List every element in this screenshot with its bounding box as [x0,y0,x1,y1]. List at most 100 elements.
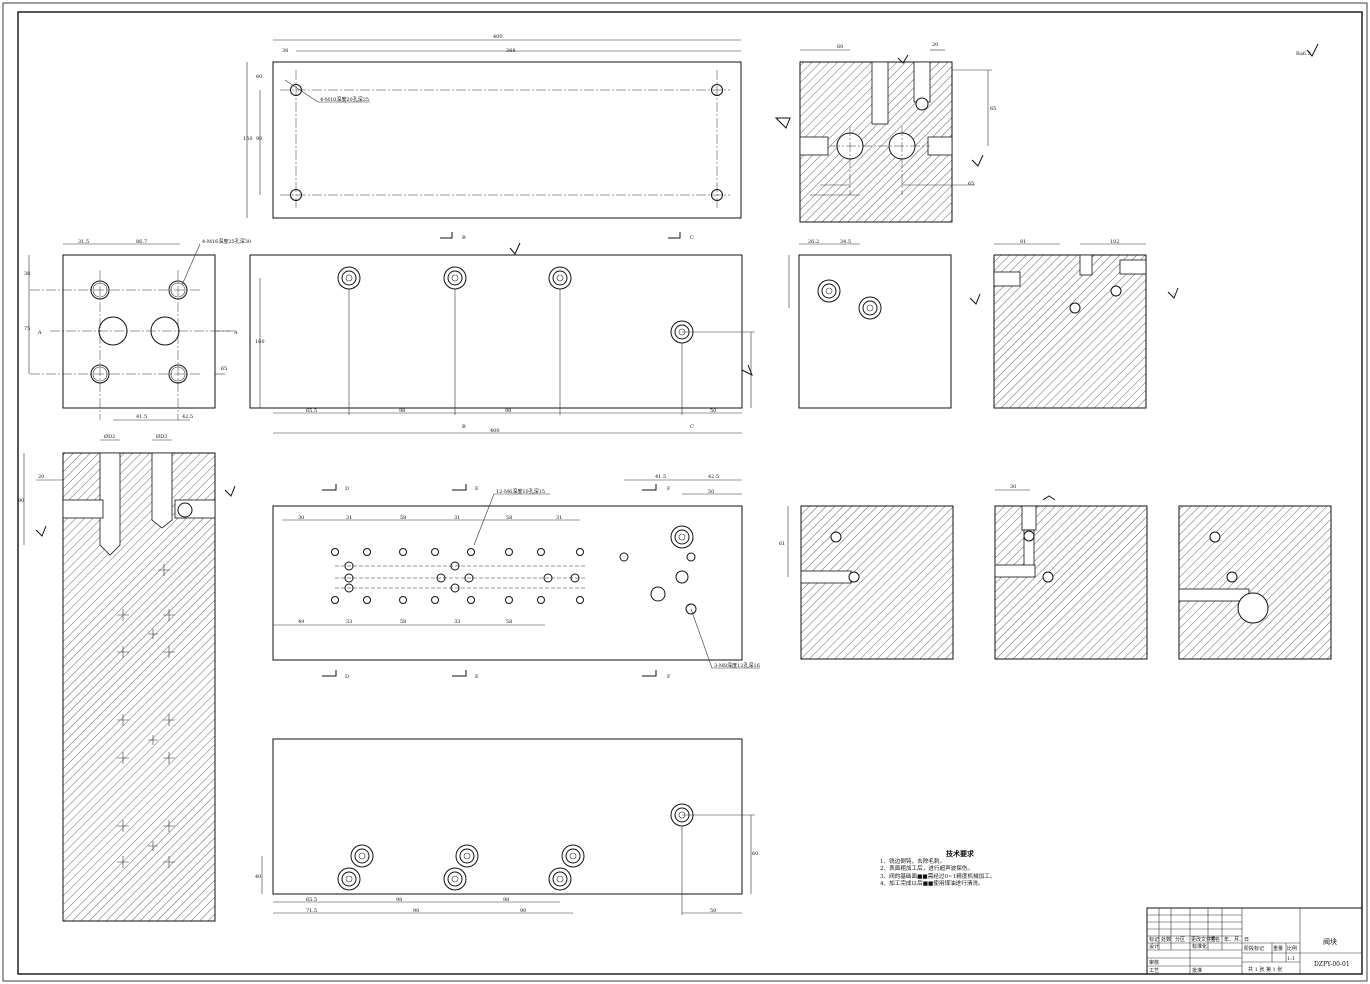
svg-text:50: 50 [710,908,716,914]
svg-text:31: 31 [454,515,460,521]
svg-text:65.5: 65.5 [306,408,317,414]
svg-text:1:1: 1:1 [1287,956,1295,962]
svg-text:75: 75 [24,326,30,332]
svg-text:400: 400 [490,428,500,434]
svg-text:更改文件号: 更改文件号 [1191,936,1216,943]
svg-text:批准: 批准 [1192,967,1202,974]
svg-text:42.5: 42.5 [708,474,719,480]
svg-text:标记: 标记 [1149,936,1159,943]
svg-text:F: F [667,486,671,492]
svg-text:50: 50 [708,489,714,495]
svg-text:Ra6.3: Ra6.3 [1296,51,1311,57]
technical-requirements-heading: 技术要求 [946,849,974,858]
svg-text:33: 33 [346,619,352,625]
svg-text:重量: 重量 [1273,945,1283,952]
svg-text:65.5: 65.5 [306,897,317,903]
title-block: 标记 处数 分区 更改文件号 签名 年、月、日 设计 标准化 审核 工艺 批准 … [1146,907,1363,975]
svg-text:58: 58 [400,619,406,625]
svg-text:50: 50 [710,408,716,414]
svg-text:4-M10深度20孔深25: 4-M10深度20孔深25 [320,96,369,103]
svg-text:F: F [667,674,671,680]
svg-text:B: B [462,235,466,241]
svg-text:388: 388 [506,48,516,54]
drawing-number: DZPY-00-01 [1314,961,1350,968]
svg-text:30: 30 [1010,484,1016,490]
svg-text:98: 98 [396,897,402,903]
svg-text:年、月、日: 年、月、日 [1224,936,1249,943]
svg-text:阶段标记: 阶段标记 [1244,945,1264,952]
svg-text:90: 90 [18,498,24,504]
svg-text:41.5: 41.5 [655,474,666,480]
svg-text:A: A [233,330,238,336]
svg-text:34.5: 34.5 [840,239,851,245]
tech-note-item: 3、阀的基础面■■需经过0~1精度机械加工。 [880,873,996,880]
svg-text:设计: 设计 [1149,943,1159,950]
svg-text:160: 160 [255,339,265,345]
svg-text:41.5: 41.5 [136,414,147,420]
svg-text:B: B [462,424,466,430]
tech-note-item: 4、加工完成以后■■使用煤油进行清洗。 [880,881,984,888]
svg-text:33: 33 [454,619,460,625]
view-top-plan: 400 388 38 60 150 90 4-M10深度20孔深25 [243,34,742,219]
svg-text:12-M6深度10孔深15: 12-M6深度10孔深15 [496,488,545,495]
svg-text:标准化: 标准化 [1192,943,1207,950]
svg-text:20: 20 [932,42,938,48]
tech-note-item: 2、表面粗加工后，进行超声波探伤。 [880,866,974,873]
view-section-right-middle: 81 102 [969,239,1179,409]
svg-text:D: D [345,486,349,492]
svg-text:38: 38 [282,48,288,54]
view-bottom-hole-pattern: D E F D E F 30 31 58 31 58 31 49 33 58 3… [272,474,760,680]
svg-text:61: 61 [779,541,785,547]
svg-text:30: 30 [298,515,304,521]
svg-text:58: 58 [506,515,512,521]
svg-text:4-M16深度25孔深30: 4-M16深度25孔深30 [202,238,251,245]
svg-text:60: 60 [256,74,262,80]
svg-text:71.5: 71.5 [306,908,317,914]
small-hole-grid [331,548,584,604]
svg-text:65: 65 [221,366,227,372]
svg-text:60: 60 [837,44,843,50]
svg-text:86.7: 86.7 [136,239,147,245]
svg-text:3-M8深度12孔深16: 3-M8深度12孔深16 [714,662,760,669]
part-name: 阀块 [1323,937,1337,946]
svg-text:E: E [475,486,479,492]
svg-text:26.2: 26.2 [808,239,819,245]
svg-text:A: A [37,330,42,336]
inner-frame [17,11,1363,975]
svg-text:65: 65 [990,106,996,112]
view-right-side: 26.2 34.5 [788,239,952,409]
view-section-left-tall: ØD2 ØD3 20 90 [18,433,236,922]
svg-text:处数: 处数 [1161,936,1171,943]
svg-text:90: 90 [413,908,419,914]
svg-text:共 1 张 第 1 张: 共 1 张 第 1 张 [1248,966,1282,973]
svg-text:40: 40 [255,874,261,880]
view-section-top-right: 60 65 20 65 [774,42,996,223]
svg-text:D: D [345,674,349,680]
svg-text:42.5: 42.5 [182,414,193,420]
technical-requirements: 技术要求 1、铣边倒钝，去除毛刺。 2、表面粗加工后，进行超声波探伤。 3、阀的… [880,850,1040,889]
svg-text:65: 65 [968,181,974,187]
svg-text:审核: 审核 [1149,959,1159,966]
view-bottom-front: 60 40 65.5 98 98 71.5 90 90 50 [255,738,758,915]
center-mark-group [117,564,175,868]
svg-text:150: 150 [243,136,253,142]
view-section-bottom-right-2: 30 [994,484,1148,660]
svg-text:98: 98 [505,408,511,414]
svg-text:C: C [690,235,694,241]
svg-text:90: 90 [520,908,526,914]
svg-text:81: 81 [1020,239,1026,245]
tech-note-item: 1、铣边倒钝，去除毛刺。 [880,858,946,865]
svg-text:分区: 分区 [1175,936,1185,943]
view-section-bottom-right-1: 61 [779,505,954,660]
svg-text:E: E [475,674,479,680]
svg-text:400: 400 [493,34,503,40]
svg-text:31.5: 31.5 [78,239,89,245]
svg-text:58: 58 [506,619,512,625]
view-front-main: B C 160 65.5 98 98 50 400 B C [249,232,755,434]
svg-text:31: 31 [556,515,562,521]
svg-text:98: 98 [503,897,509,903]
svg-text:38: 38 [24,271,30,277]
svg-text:比例: 比例 [1287,945,1297,952]
svg-text:98: 98 [399,408,405,414]
svg-text:49: 49 [298,619,304,625]
